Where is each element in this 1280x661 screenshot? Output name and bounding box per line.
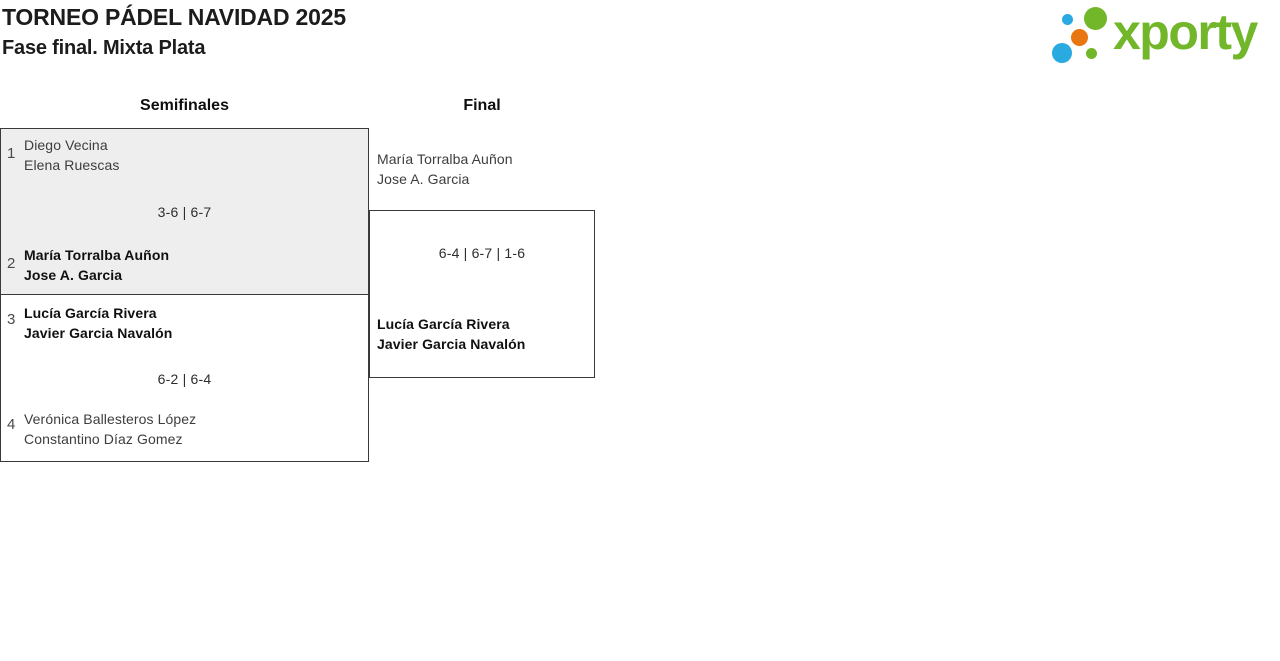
player-name: Jose A. Garcia — [377, 170, 470, 187]
semifinal-1-score: 3-6 | 6-7 — [157, 204, 212, 220]
player-name: Lucía García Rivera — [24, 305, 157, 321]
final-score: 6-4 | 6-7 | 1-6 — [438, 245, 526, 261]
player-name: Constantino Díaz Gomez — [24, 430, 183, 447]
player-name: Verónica Ballesteros López — [24, 411, 197, 427]
semifinals-column-box — [0, 128, 369, 462]
round-header-final: Final — [463, 97, 501, 114]
semifinal-2-score: 6-2 | 6-4 — [157, 371, 212, 387]
player-name: María Torralba Auñon — [377, 151, 513, 167]
semifinal-1-team-1: Diego Vecina Elena Ruescas — [24, 136, 119, 175]
logo-dot-orange-icon — [1070, 29, 1088, 46]
player-name: Jose A. Garcia — [24, 266, 123, 283]
logo-dot-blue-small-icon — [1061, 13, 1073, 25]
semifinal-1-match-box — [1, 129, 368, 295]
player-name: María Torralba Auñon — [24, 247, 170, 263]
round-header-semifinals: Semifinales — [140, 97, 229, 114]
semifinal-2-team-1: Lucía García Rivera Javier Garcia Navaló… — [24, 304, 172, 343]
logo-dot-green-small-icon — [1085, 47, 1097, 59]
final-match-box — [369, 210, 595, 378]
xporty-logo-text: xporty — [1113, 4, 1258, 60]
semifinal-2-team-2: Verónica Ballesteros López Constantino D… — [24, 410, 196, 449]
final-team-2: Lucía García Rivera Javier Garcia Navaló… — [377, 315, 525, 354]
logo-dot-green-large-icon — [1083, 7, 1107, 30]
semifinal-1-team-2-seed: 2 — [7, 255, 16, 272]
logo-dot-blue-large-icon — [1052, 42, 1072, 63]
player-name: Lucía García Rivera — [377, 316, 510, 332]
player-name: Javier Garcia Navalón — [377, 335, 526, 352]
semifinal-2-team-2-seed: 4 — [7, 416, 16, 433]
semifinal-2-team-1-seed: 3 — [7, 311, 16, 328]
player-name: Elena Ruescas — [24, 156, 120, 173]
semifinal-1-team-1-seed: 1 — [7, 145, 16, 162]
semifinal-1-team-2: María Torralba Auñon Jose A. Garcia — [24, 246, 169, 285]
final-team-1: María Torralba Auñon Jose A. Garcia — [377, 150, 513, 189]
player-name: Javier Garcia Navalón — [24, 324, 173, 341]
player-name: Diego Vecina — [24, 137, 108, 153]
phase-subtitle: Fase final. Mixta Plata — [2, 37, 206, 59]
xporty-logo[interactable]: xporty — [1050, 0, 1280, 70]
tournament-title: TORNEO PÁDEL NAVIDAD 2025 — [2, 4, 346, 30]
